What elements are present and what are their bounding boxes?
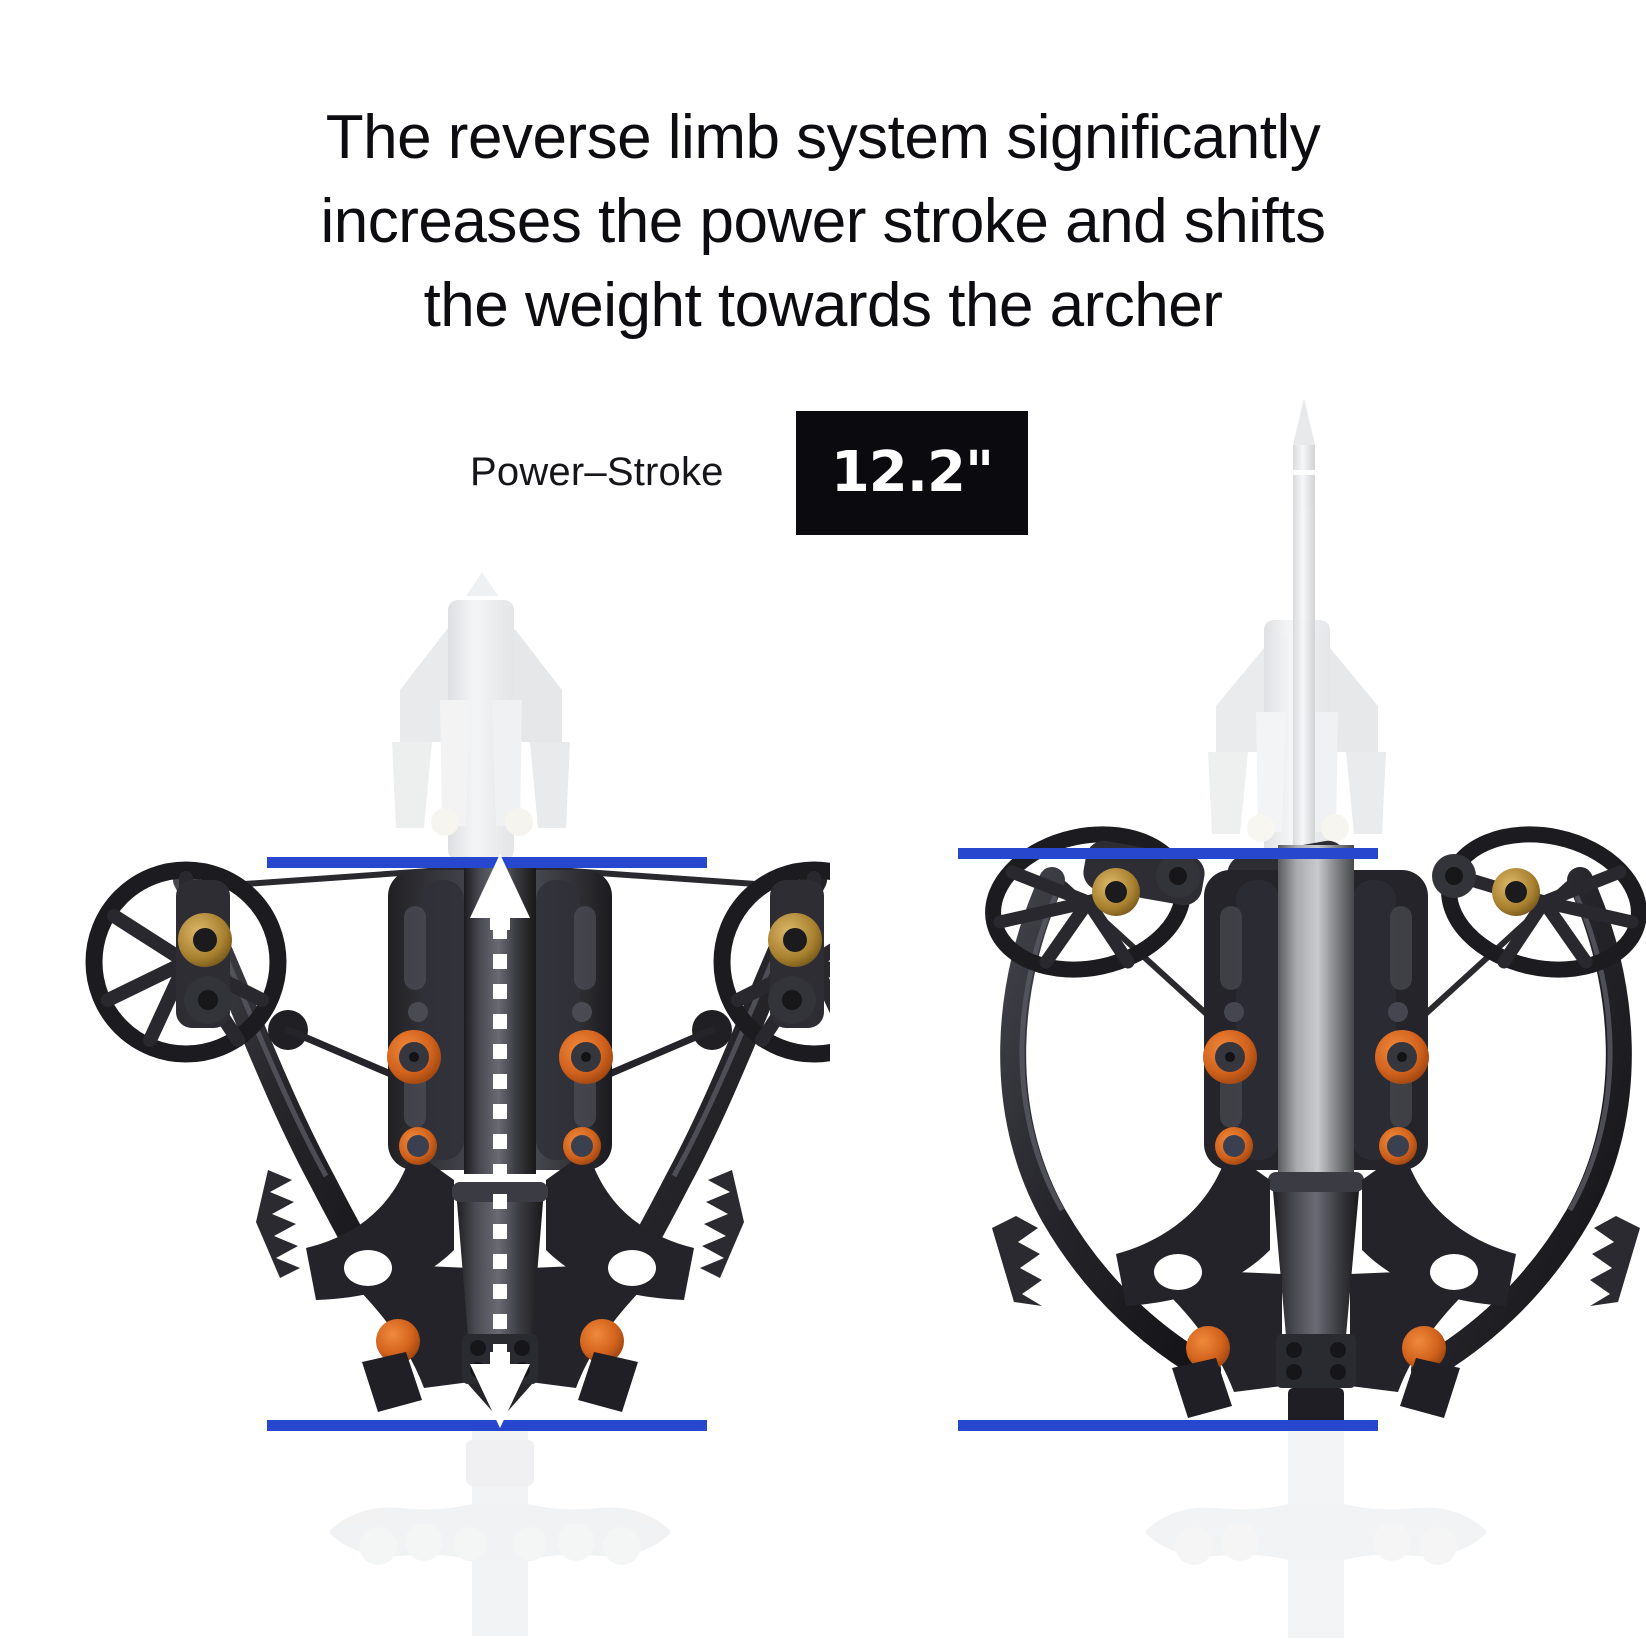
cable-guard-bolts: [1203, 1030, 1429, 1084]
ghost-upper-assembly: [392, 572, 570, 860]
limb-right: [1411, 867, 1640, 1383]
cam-wheel-left: [985, 826, 1205, 978]
crossbow-cocked-illustration: [985, 398, 1646, 1638]
limb-left: [992, 867, 1221, 1383]
ghost-lower-stock: [330, 1426, 670, 1636]
crossbow-cocked-front-view: [816, 0, 1646, 1646]
cam-wheel-right: [692, 861, 830, 1063]
power-stroke-bottom-reference-line-right: [958, 1420, 1378, 1431]
limb-tip-blocks: [1172, 1358, 1460, 1418]
power-stroke-label: Power–Stroke: [470, 450, 724, 494]
cable-guard-bolts: [387, 1030, 613, 1084]
power-stroke-bottom-reference-line-left: [267, 1420, 707, 1431]
cam-wheel-left: [85, 861, 308, 1063]
page-title: The reverse limb system significantly in…: [320, 103, 1326, 340]
power-stroke-double-arrow: [470, 854, 530, 1428]
lower-limb-frame: [306, 1150, 694, 1388]
limb-pocket-bolts: [1215, 1127, 1417, 1165]
limb-tip-buttons: [376, 1319, 624, 1363]
crossbow-uncocked-illustration: [85, 572, 830, 1636]
power-stroke-top-reference-line-right: [958, 848, 1378, 859]
limb-tip-blocks: [362, 1352, 638, 1412]
limb-tip-buttons: [1186, 1326, 1446, 1370]
limb-pocket-bolts: [399, 1127, 601, 1165]
loaded-bolt: [1293, 398, 1315, 845]
power-stroke-value: 12.2": [830, 440, 994, 505]
crossbow-uncocked-front-view: [85, 572, 830, 1636]
ghost-lower-stock: [1146, 1428, 1486, 1638]
power-stroke-badge: 12.2": [796, 411, 1028, 535]
power-stroke-top-reference-line-left: [267, 857, 707, 868]
steel-barrel: [1268, 845, 1364, 1336]
trigger-housing: [1276, 1334, 1356, 1428]
